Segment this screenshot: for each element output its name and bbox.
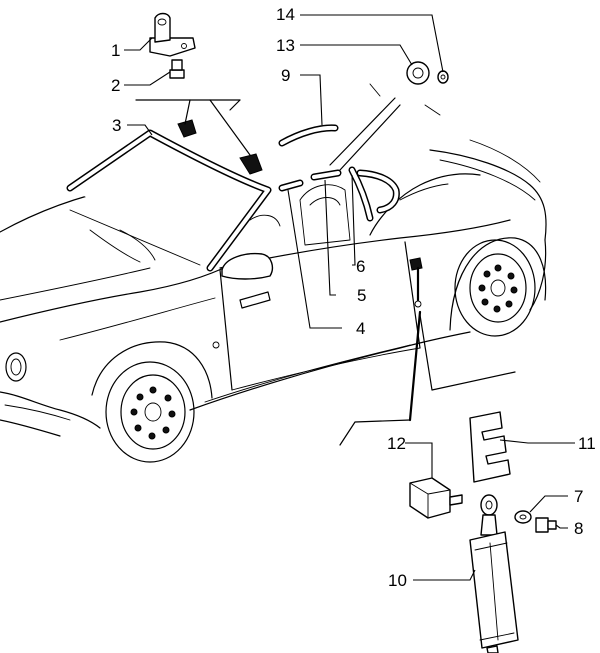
windshield-seal [66,129,272,272]
callout-7: 7 [574,487,583,506]
car-body-outline [0,139,547,437]
callout-6: 6 [356,257,365,276]
hinge-bracket [149,12,196,57]
callout-14: 14 [276,5,295,24]
detail-frame-lines [339,310,516,446]
leader-lines [124,14,575,581]
front-wheel [105,361,195,463]
seal-pieces [278,166,374,222]
callout-10: 10 [388,571,407,590]
bolt [535,517,557,533]
bracket-block [409,477,463,519]
roll-bar-rod [329,97,401,171]
callout-4: 4 [356,319,365,338]
round-nut [406,61,430,85]
callout-3: 3 [112,116,121,135]
roll-bar-guide [369,83,441,116]
rear-wheel [454,239,536,337]
washer [514,510,532,524]
windshield-brackets [135,99,263,175]
callout-5: 5 [357,286,366,305]
callout-1: 1 [111,41,120,60]
rear-window-seal [278,124,400,214]
callout-12: 12 [387,434,406,453]
callout-13: 13 [276,36,295,55]
callout-11: 11 [578,434,596,453]
callout-8: 8 [574,519,583,538]
callout-2: 2 [111,76,120,95]
gas-strut [469,494,519,653]
door-latch [409,257,423,308]
small-clip [437,70,449,84]
small-nut [169,59,185,79]
callout-9: 9 [281,66,290,85]
shim-plate [469,411,511,483]
